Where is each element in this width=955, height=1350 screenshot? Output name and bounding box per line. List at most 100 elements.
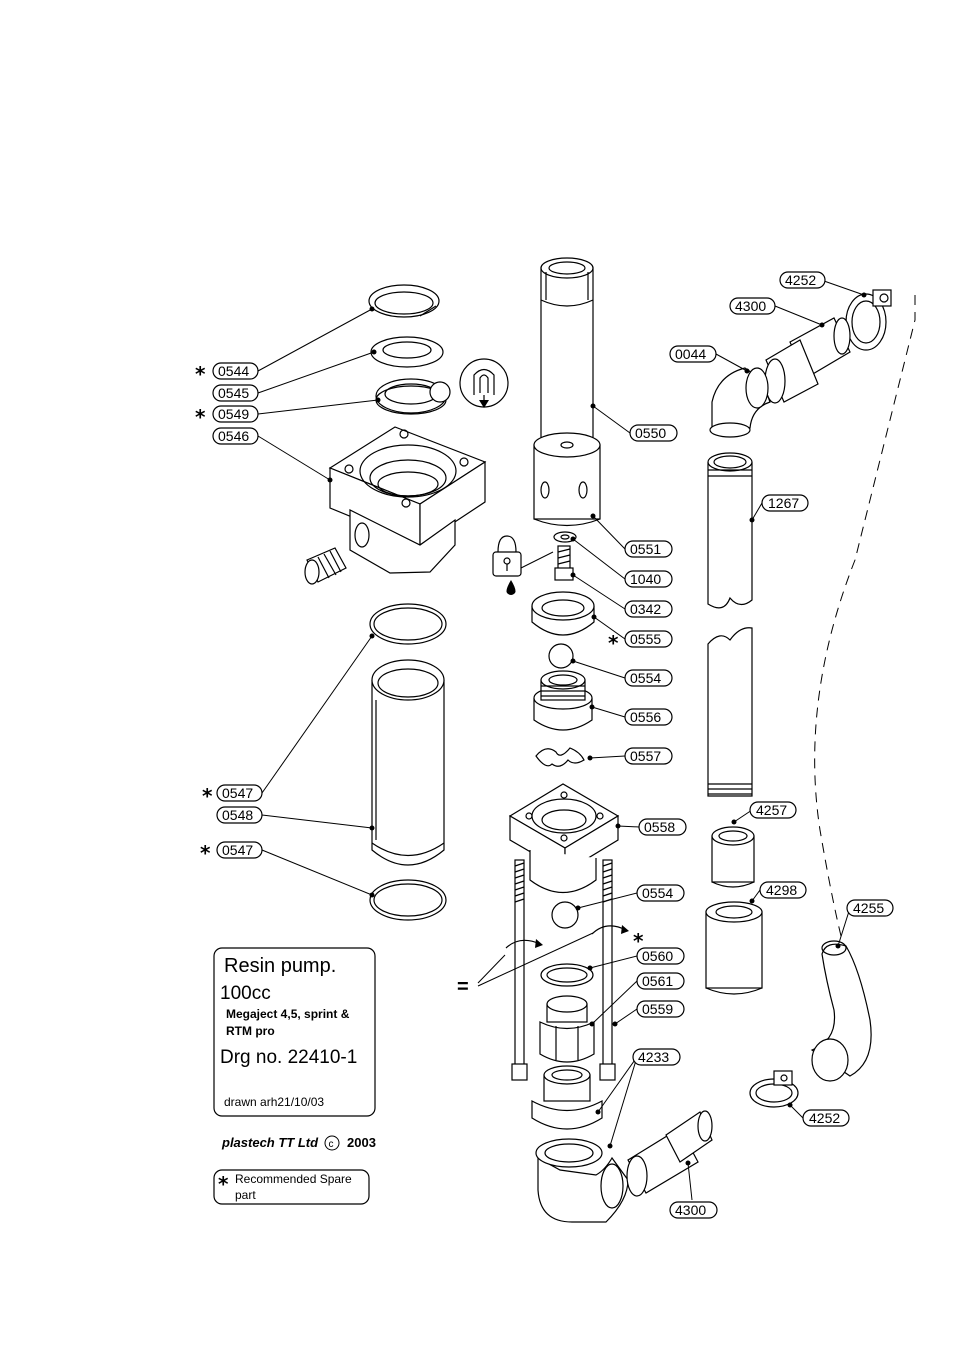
label-4255: 4255 xyxy=(847,900,893,916)
title-line-1: Resin pump. xyxy=(224,955,336,977)
svg-text:*: * xyxy=(195,405,206,429)
svg-text:0342: 0342 xyxy=(630,601,661,617)
label-0547-bottom: * 0547 xyxy=(200,841,262,865)
hose-barb-4300-top xyxy=(765,318,850,403)
circlip-0544 xyxy=(369,285,439,317)
label-0554-top: 0554 xyxy=(625,670,672,686)
label-4300-lower: 4300 xyxy=(670,1202,717,1218)
spring-clip-0557 xyxy=(536,748,584,766)
svg-text:*: * xyxy=(608,631,619,655)
svg-text:4255: 4255 xyxy=(853,900,884,916)
pump-head-0546 xyxy=(330,427,485,573)
svg-text:*: * xyxy=(202,784,213,808)
svg-text:0044: 0044 xyxy=(675,346,706,362)
screw-0342 xyxy=(555,546,573,580)
fitting-4233 xyxy=(532,1066,602,1129)
svg-text:0544: 0544 xyxy=(218,363,249,379)
nut-0556 xyxy=(534,671,592,730)
svg-text:4257: 4257 xyxy=(756,802,787,818)
svg-text:0546: 0546 xyxy=(218,428,249,444)
label-4300-top: 4300 xyxy=(730,298,775,314)
clamp-4252-top xyxy=(846,290,891,350)
svg-text:4252: 4252 xyxy=(785,272,816,288)
label-0557: 0557 xyxy=(625,748,672,764)
legend-star: * xyxy=(218,1172,229,1196)
label-0548: 0548 xyxy=(217,807,262,823)
label-0556: 0556 xyxy=(625,709,672,725)
label-4252-top: 4252 xyxy=(780,272,825,288)
svg-text:0555: 0555 xyxy=(630,631,661,647)
svg-text:1040: 1040 xyxy=(630,571,661,587)
padlock-icon xyxy=(493,536,553,576)
label-0558: 0558 xyxy=(639,819,686,835)
svg-text:4298: 4298 xyxy=(766,882,797,898)
svg-text:0547: 0547 xyxy=(222,785,253,801)
label-4233: 4233 xyxy=(633,1049,680,1065)
clamp-4252-bottom xyxy=(750,1071,798,1107)
label-0551: 0551 xyxy=(625,541,672,557)
tube-0550 xyxy=(541,258,593,446)
o-ring-0560 xyxy=(541,964,593,986)
svg-text:0551: 0551 xyxy=(630,541,661,557)
svg-text:0550: 0550 xyxy=(635,425,666,441)
svg-text:*: * xyxy=(200,841,211,865)
svg-text:4252: 4252 xyxy=(809,1110,840,1126)
label-1267: 1267 xyxy=(762,495,808,511)
label-1040: 1040 xyxy=(625,571,672,587)
company-name: plastech TT Ltd xyxy=(221,1135,319,1150)
legend-line-1: Recommended Spare xyxy=(235,1172,352,1186)
svg-text:1267: 1267 xyxy=(768,495,799,511)
drawn-by: drawn arh21/10/03 xyxy=(224,1095,324,1109)
seal-0549 xyxy=(376,379,450,414)
title-line-2: 100cc xyxy=(220,983,271,1004)
ball-0554-lower xyxy=(552,902,578,928)
label-4298: 4298 xyxy=(760,882,806,898)
svg-text:0561: 0561 xyxy=(642,973,673,989)
socket-4257 xyxy=(712,827,754,887)
label-0555: * 0555 xyxy=(608,631,672,655)
title-line-3: Megaject 4,5, sprint & xyxy=(226,1007,350,1021)
valve-body-0558 xyxy=(510,784,618,893)
svg-text:0558: 0558 xyxy=(644,819,675,835)
equals-symbol: = xyxy=(457,976,469,998)
label-0546: 0546 xyxy=(213,428,258,444)
washer-0545 xyxy=(371,337,443,367)
label-0342: 0342 xyxy=(625,601,672,617)
label-0549: * 0549 xyxy=(195,405,258,429)
svg-text:0548: 0548 xyxy=(222,807,253,823)
legend-line-2: part xyxy=(235,1188,256,1202)
hose-dashed-path xyxy=(815,295,915,940)
elbow-0044 xyxy=(710,368,770,437)
spare-legend: * Recommended Spare part xyxy=(214,1170,369,1204)
ball-0554-top xyxy=(549,644,573,668)
drawing-number: Drg no. 22410-1 xyxy=(220,1047,357,1068)
label-0561: 0561 xyxy=(637,973,684,989)
filter-4298 xyxy=(706,902,762,994)
label-0560: * 0560 xyxy=(633,929,684,964)
svg-text:*: * xyxy=(195,362,206,386)
svg-text:0556: 0556 xyxy=(630,709,661,725)
svg-text:4300: 4300 xyxy=(675,1202,706,1218)
svg-text:4233: 4233 xyxy=(638,1049,669,1065)
label-0554-lower: 0554 xyxy=(637,885,684,901)
label-4257: 4257 xyxy=(750,802,796,818)
label-0044: 0044 xyxy=(670,346,716,362)
svg-text:0547: 0547 xyxy=(222,842,253,858)
downward-flow-icon xyxy=(460,359,508,408)
svg-text:0559: 0559 xyxy=(642,1001,673,1017)
cylinder-0548 xyxy=(372,660,444,865)
label-0545: 0545 xyxy=(213,385,258,401)
title-block: Resin pump. 100cc Megaject 4,5, sprint &… xyxy=(214,948,375,1116)
label-0559: 0559 xyxy=(637,1001,684,1017)
elbow-bottom xyxy=(536,1139,628,1222)
hose-4255 xyxy=(812,941,871,1081)
svg-text:0549: 0549 xyxy=(218,406,249,422)
piston-0551 xyxy=(534,433,600,526)
label-4252-bottom: 4252 xyxy=(803,1110,849,1126)
svg-text:0560: 0560 xyxy=(642,948,673,964)
svg-text:0554: 0554 xyxy=(642,885,673,901)
valve-seat-0555 xyxy=(532,592,594,635)
svg-text:0557: 0557 xyxy=(630,748,661,764)
label-0547-top: * 0547 xyxy=(202,784,262,808)
